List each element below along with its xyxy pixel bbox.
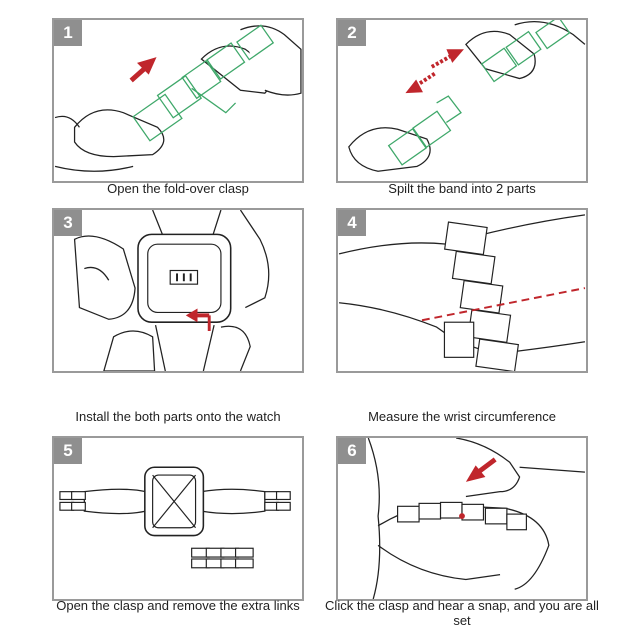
step-2-caption: Spilt the band into 2 parts xyxy=(388,181,536,196)
step-1-caption: Open the fold-over clasp xyxy=(107,181,249,196)
step-5-caption: Open the clasp and remove the extra link… xyxy=(56,598,300,613)
step-number-badge: 6 xyxy=(338,438,366,464)
remove-links-illustration xyxy=(59,466,291,569)
step-6-panel: 6 xyxy=(336,436,588,601)
step-number-badge: 4 xyxy=(338,210,366,236)
step-number-badge: 5 xyxy=(54,438,82,464)
step-1-panel: 1 xyxy=(52,18,304,183)
measure-wrist-illustration xyxy=(338,214,586,371)
step-5-panel: 5 xyxy=(52,436,304,601)
step-number-badge: 1 xyxy=(54,20,82,46)
step-3-caption: Install the both parts onto the watch xyxy=(75,409,281,424)
step-2-panel: 2 xyxy=(336,18,588,183)
step-4-caption: Measure the wrist circumference xyxy=(368,409,556,424)
step-number-badge: 3 xyxy=(54,210,82,236)
step-4-panel: 4 xyxy=(336,208,588,373)
step-number-badge: 2 xyxy=(338,20,366,46)
open-clasp-illustration xyxy=(54,24,302,172)
click-clasp-illustration xyxy=(367,438,585,599)
step-6-caption: Click the clasp and hear a snap, and you… xyxy=(325,598,599,628)
split-band-illustration xyxy=(348,20,586,172)
step-3-panel: 3 xyxy=(52,208,304,373)
install-band-illustration xyxy=(73,210,270,371)
